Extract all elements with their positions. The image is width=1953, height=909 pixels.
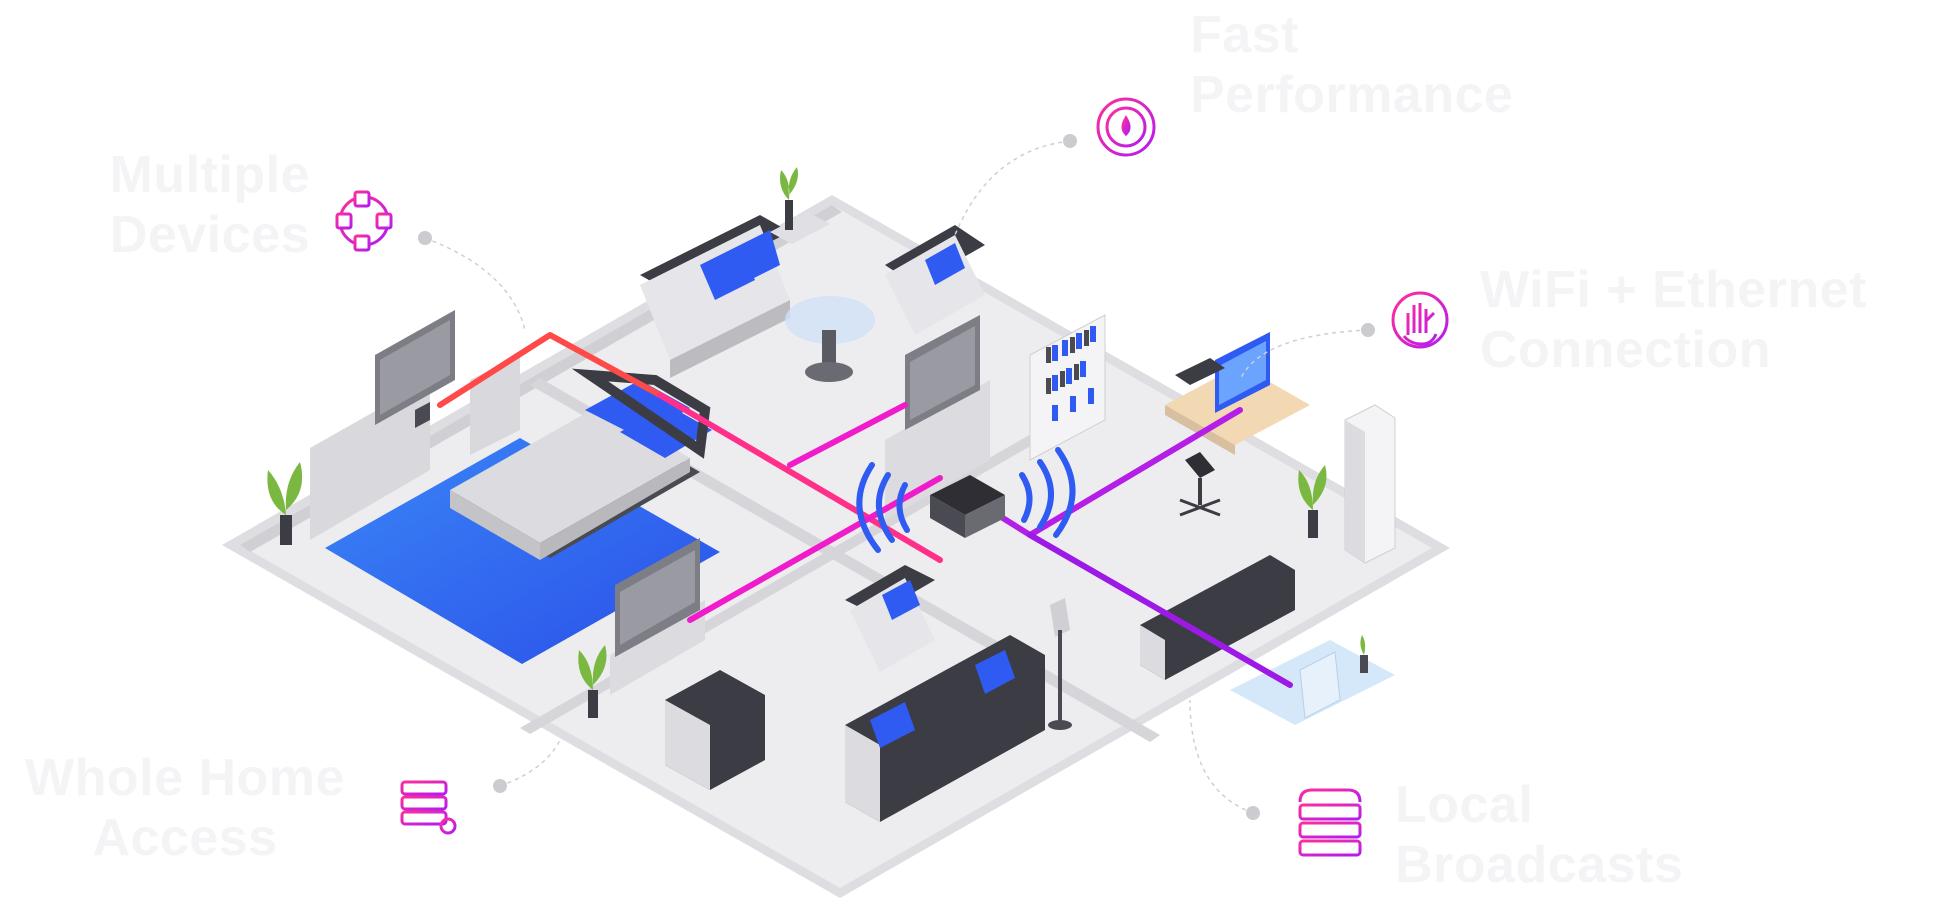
sofa-bottom	[845, 635, 1045, 822]
server-stack-icon	[1298, 788, 1362, 857]
plant-office	[1298, 465, 1327, 538]
bed	[450, 368, 712, 560]
connected-devices-icon	[335, 190, 393, 252]
feature-label-fast-performance: Fast Performance	[1190, 6, 1514, 124]
floor-lamp	[1048, 598, 1072, 730]
server-key-icon	[400, 780, 457, 835]
network-cables	[437, 332, 1293, 688]
office-desk	[1165, 332, 1310, 517]
armchair-bottom	[665, 670, 765, 790]
feature-label-wifi-ethernet: WiFi + Ethernet Connection	[1480, 261, 1867, 379]
speedometer-icon	[1096, 97, 1156, 157]
wifi-router-icon	[856, 447, 1076, 553]
plant-top	[770, 167, 830, 244]
armchair-center	[845, 565, 935, 672]
feature-label-multiple-devices: Multiple Devices	[109, 146, 310, 264]
lower-sofa	[1140, 555, 1295, 680]
living-tv	[885, 315, 990, 520]
living-sofa	[640, 215, 790, 378]
feature-label-whole-home: Whole Home Access	[25, 749, 345, 867]
plant-left	[267, 462, 303, 545]
coffee-table	[785, 296, 875, 382]
callout-connectors	[424, 140, 1369, 814]
callout-dots	[418, 134, 1375, 820]
plant-bottom	[578, 645, 607, 718]
laptop-desk	[1230, 635, 1395, 725]
bookshelf	[1029, 314, 1106, 461]
armchair-top	[885, 225, 985, 335]
tall-cabinet	[1344, 404, 1396, 564]
lower-tv	[610, 538, 705, 695]
hand-touch-icon	[1391, 291, 1449, 349]
feature-label-local-broadcasts: Local Broadcasts	[1395, 776, 1684, 894]
